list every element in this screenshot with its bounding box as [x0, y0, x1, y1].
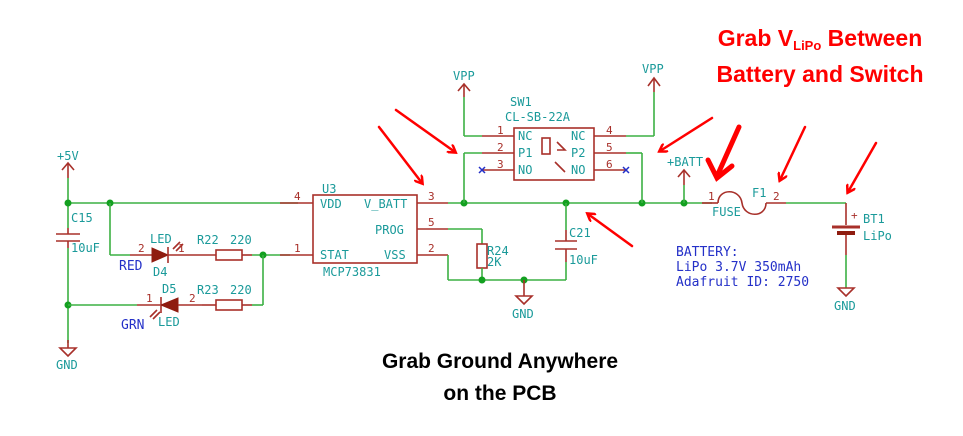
- svg-text:NO: NO: [518, 163, 532, 177]
- svg-text:Adafruit ID: 2750: Adafruit ID: 2750: [676, 275, 809, 290]
- power-5v-label: +5V: [57, 149, 79, 163]
- annotation-arrow: [588, 214, 634, 248]
- svg-text:2: 2: [189, 292, 196, 305]
- u3-part: MCP73831: [323, 265, 381, 279]
- svg-text:3: 3: [497, 158, 504, 171]
- svg-text:NC: NC: [571, 129, 585, 143]
- gnd-symbol-right: GND: [834, 287, 856, 313]
- vpp-symbol-left: VPP: [453, 69, 475, 97]
- svg-text:4: 4: [294, 190, 301, 203]
- f1-value: FUSE: [712, 205, 741, 219]
- svg-text:PROG: PROG: [375, 223, 404, 237]
- batt-label: +BATT: [667, 155, 703, 169]
- no-connect-mark: [478, 166, 486, 174]
- junction: [64, 199, 72, 207]
- vpp-symbol-right: VPP: [642, 62, 664, 92]
- r23-ref: R23: [197, 283, 219, 297]
- r22-value: 220: [230, 233, 252, 247]
- power-5v-symbol: +5V: [57, 149, 79, 178]
- svg-text:1: 1: [146, 292, 153, 305]
- r24-ref: R24: [487, 244, 509, 258]
- svg-text:1: 1: [178, 242, 185, 255]
- battery-note: BATTERY: LiPo 3.7V 350mAh Adafruit ID: 2…: [676, 245, 809, 290]
- resistor-r23: R23 220: [197, 283, 252, 311]
- c15-value: 10uF: [71, 241, 100, 255]
- svg-text:6: 6: [606, 158, 613, 171]
- svg-text:3: 3: [428, 190, 435, 203]
- annotation-grab-ground: Grab Ground Anywhere on the PCB: [381, 350, 619, 405]
- svg-text:VDD: VDD: [320, 197, 342, 211]
- svg-text:1: 1: [708, 190, 715, 203]
- svg-text:4: 4: [606, 124, 613, 137]
- annotation-arrowhead: [705, 157, 735, 182]
- gnd-right-label: GND: [834, 299, 856, 313]
- c21-value: 10uF: [569, 253, 598, 267]
- svg-text:STAT: STAT: [320, 248, 349, 262]
- svg-text:BATTERY:: BATTERY:: [676, 245, 739, 260]
- svg-text:2: 2: [138, 242, 145, 255]
- annotation-arrow: [848, 141, 878, 192]
- d4-ref: D4: [153, 265, 167, 279]
- gnd-mid-label: GND: [512, 307, 534, 321]
- capacitor-c21: C21 10uF: [555, 226, 598, 267]
- d5-value: LED: [158, 315, 180, 329]
- fuse-f1: 1 2 F1 FUSE: [702, 186, 786, 219]
- svg-text:1: 1: [294, 242, 301, 255]
- svg-text:5: 5: [428, 216, 435, 229]
- switch-sw1: SW1 CL-SB-22A 1 2 3 NC P1 NO 4 5 6 NC P2…: [478, 95, 630, 181]
- battery-bt1: + BT1 LiPo: [832, 203, 892, 255]
- svg-text:2: 2: [773, 190, 780, 203]
- annotation-arrow: [780, 125, 807, 180]
- u3-ref: U3: [322, 182, 336, 196]
- junction: [478, 276, 486, 284]
- led-d5: 1 2 D5 LED GRN: [121, 282, 202, 333]
- gnd-symbol-left: GND: [56, 340, 78, 372]
- gnd-left-label: GND: [56, 358, 78, 372]
- d4-color-label: RED: [119, 259, 143, 274]
- sw1-ref: SW1: [510, 95, 532, 109]
- svg-text:LiPo 3.7V 350mAh: LiPo 3.7V 350mAh: [676, 260, 801, 275]
- r23-value: 220: [230, 283, 252, 297]
- c21-ref: C21: [569, 226, 591, 240]
- svg-text:V_BATT: V_BATT: [364, 197, 407, 211]
- annotation-arrow-thick: [715, 124, 742, 177]
- c15-ref: C15: [71, 211, 93, 225]
- svg-text:2: 2: [428, 242, 435, 255]
- batt-symbol: +BATT: [667, 155, 703, 203]
- vpp-right-label: VPP: [642, 62, 664, 76]
- vpp-left-label: VPP: [453, 69, 475, 83]
- ic-u3-mcp73831: 4 1 U3 VDD STAT V_BATT PROG VSS MCP73831…: [280, 182, 448, 279]
- f1-ref: F1: [752, 186, 766, 200]
- bt1-value: LiPo: [863, 229, 892, 243]
- svg-text:P2: P2: [571, 146, 585, 160]
- svg-text:5: 5: [606, 141, 613, 154]
- bt1-ref: BT1: [863, 212, 885, 226]
- annotation-arrow: [660, 116, 714, 151]
- d5-color-label: GRN: [121, 318, 144, 333]
- svg-text:NC: NC: [518, 129, 532, 143]
- d5-ref: D5: [162, 282, 176, 296]
- d4-value: LED: [150, 232, 172, 246]
- svg-text:1: 1: [497, 124, 504, 137]
- r24-value: 2K: [487, 255, 502, 269]
- resistor-r22: R22 220: [196, 233, 252, 261]
- led-d4: 2 1 LED D4 RED: [119, 232, 196, 279]
- r22-ref: R22: [197, 233, 219, 247]
- gnd-symbol-mid: GND: [512, 280, 534, 321]
- svg-text:NO: NO: [571, 163, 585, 177]
- sw1-part: CL-SB-22A: [505, 110, 571, 124]
- annotation-arrow: [394, 108, 455, 152]
- svg-text:+: +: [851, 209, 858, 222]
- annotation-arrow: [377, 125, 422, 183]
- no-connect-mark: [622, 166, 630, 174]
- resistor-r24: R24 2K: [476, 243, 509, 269]
- svg-text:2: 2: [497, 141, 504, 154]
- svg-text:P1: P1: [518, 146, 532, 160]
- annotation-grab-vlipo: Grab VLiPo Between Battery and Switch: [716, 25, 924, 87]
- capacitor-c15: C15 10uF: [56, 211, 100, 255]
- svg-text:VSS: VSS: [384, 248, 406, 262]
